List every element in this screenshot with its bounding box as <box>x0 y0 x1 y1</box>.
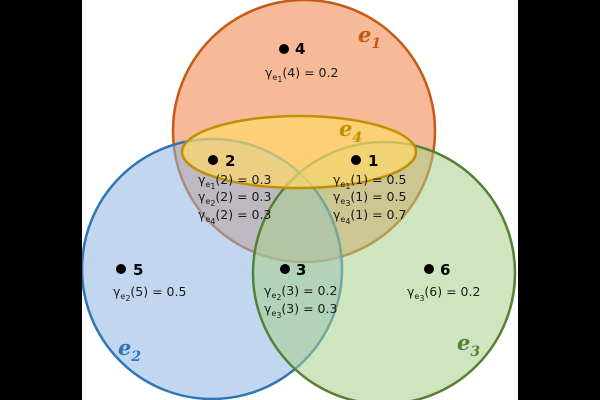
node-weight: γe2(5) = 0.5 <box>113 284 186 303</box>
node-weight: γe1(4) = 0.2 <box>265 65 338 84</box>
edge-label-e2: e2 <box>118 335 141 365</box>
node-dot <box>424 264 434 274</box>
node-weight: γe2(2) = 0.3 <box>198 189 271 208</box>
node-dot <box>279 44 289 54</box>
node-weight: γe4(2) = 0.3 <box>198 207 271 226</box>
node-4: 4 γe1(4) = 0.2 <box>265 40 338 84</box>
node-6: 6 γe3(6) = 0.2 <box>407 261 480 303</box>
node-dot <box>280 264 290 274</box>
node-1: 1 γe1(1) = 0.5 γe3(1) = 0.5 γe4(1) = 0.7 <box>333 152 406 226</box>
node-label: 6 <box>440 261 450 279</box>
node-3: 3 γe2(3) = 0.2 γe3(3) = 0.3 <box>264 261 337 320</box>
node-label: 2 <box>225 152 235 170</box>
node-5: 5 γe2(5) = 0.5 <box>113 261 186 303</box>
node-2: 2 γe1(2) = 0.3 γe2(2) = 0.3 γe4(2) = 0.3 <box>198 152 271 226</box>
node-dot <box>116 264 126 274</box>
node-weight: γe4(1) = 0.7 <box>333 207 406 226</box>
node-weight: γe2(3) = 0.2 <box>264 283 337 302</box>
node-label: 1 <box>368 152 378 170</box>
node-weight: γe1(2) = 0.3 <box>198 172 271 191</box>
edge-label-e3: e3 <box>457 330 480 360</box>
node-dot <box>208 155 218 165</box>
node-weight: γe3(3) = 0.3 <box>264 301 337 320</box>
node-label: 3 <box>296 261 306 279</box>
node-weight: γe1(1) = 0.5 <box>333 172 406 191</box>
edge-label-e1: e1 <box>358 22 381 52</box>
node-label: 4 <box>295 40 305 58</box>
edge-label-e4: e4 <box>339 116 362 146</box>
node-dot <box>351 155 361 165</box>
node-weight: γe3(1) = 0.5 <box>333 189 406 208</box>
hyperedge-e4-ellipse <box>180 114 418 190</box>
node-weight: γe3(6) = 0.2 <box>407 284 480 303</box>
node-label: 5 <box>133 261 143 279</box>
